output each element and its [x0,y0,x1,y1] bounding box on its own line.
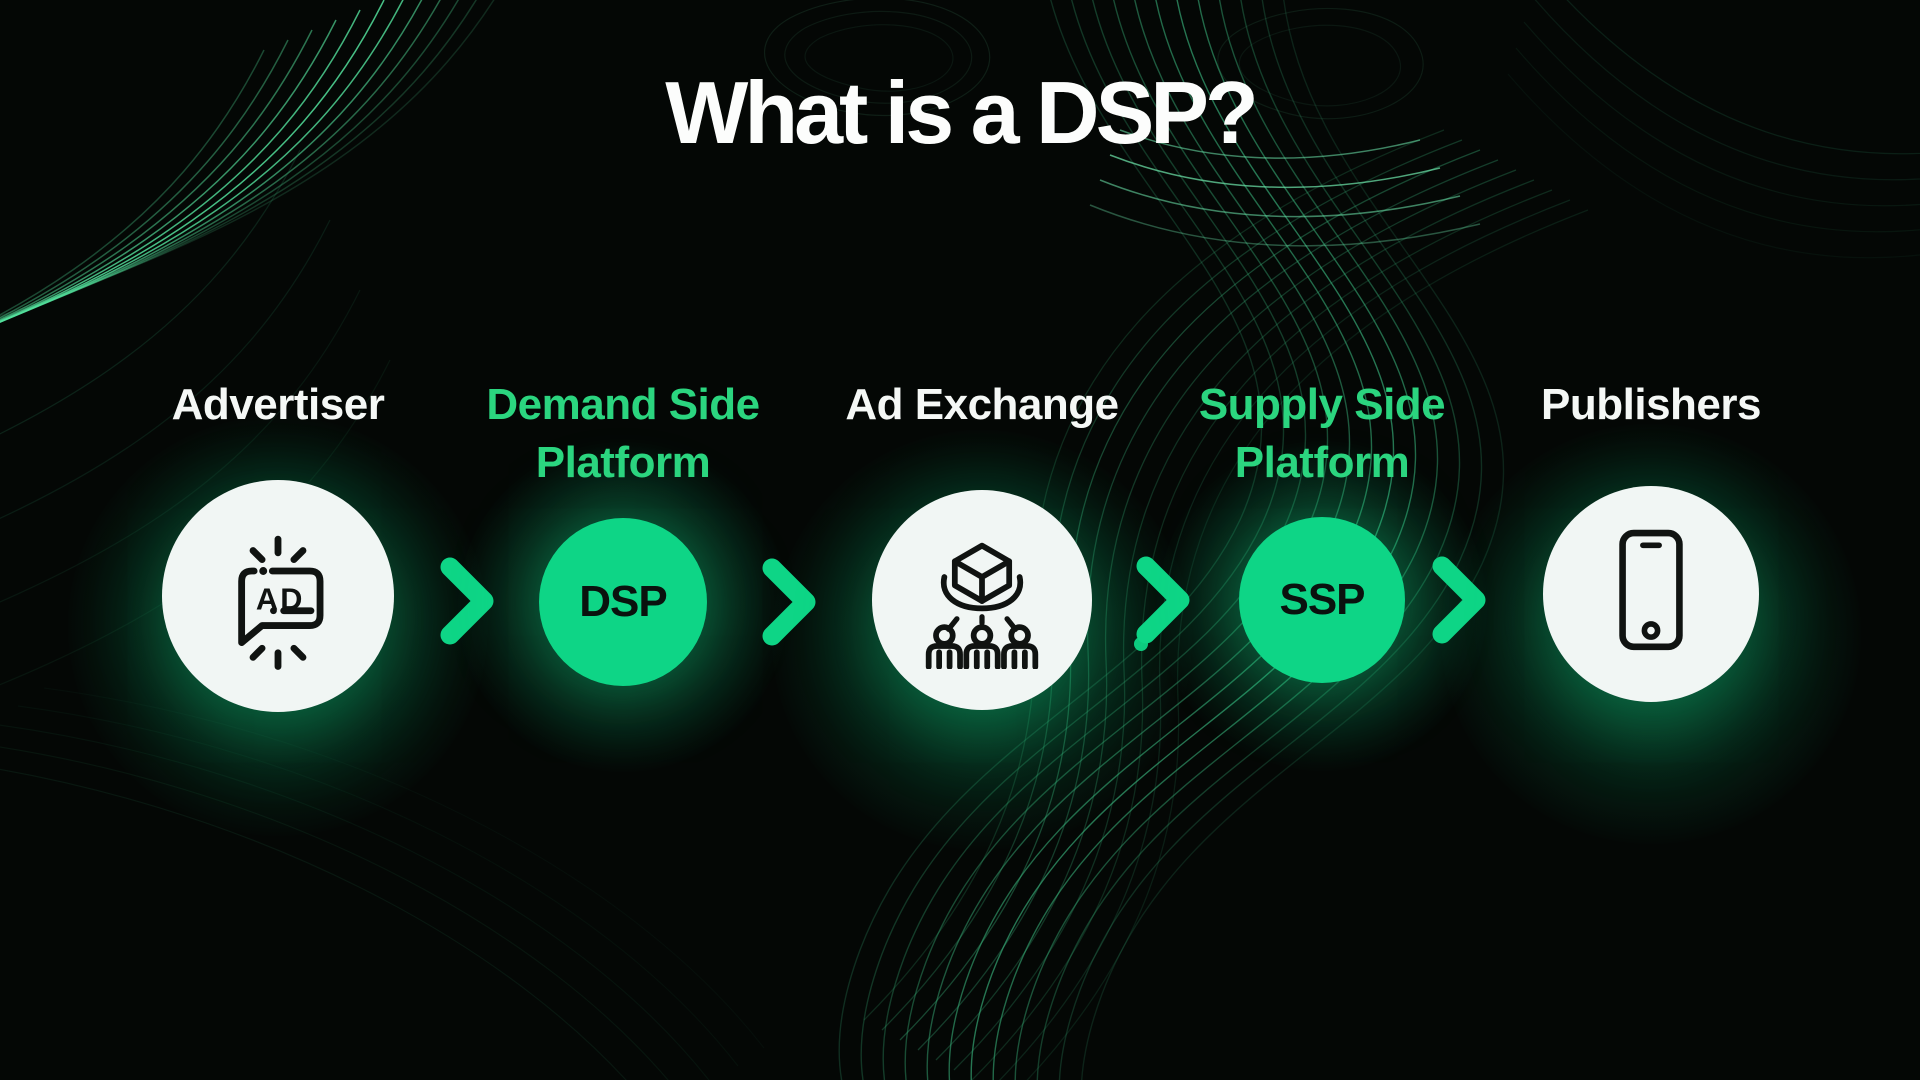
chevron-right-icon [440,557,494,645]
advertiser-label: Advertiser [58,376,498,434]
ad-exchange-label-text: Ad Exchange [845,380,1119,429]
ssp-label-line2: Platform [1234,438,1410,487]
ad-exchange-circle [872,490,1092,710]
cube-network-icon [925,542,1039,669]
dsp-abbr: DSP [579,577,667,626]
publishers-label-text: Publishers [1541,380,1761,429]
smartphone-icon [1619,529,1683,651]
dsp-label: Demand Side Platform [403,376,843,492]
chevron-right-icon [1136,556,1190,644]
chevron-right-icon [762,558,816,646]
dsp-circle: DSP [539,518,707,686]
publishers-label: Publishers [1431,376,1871,434]
ssp-circle: SSP [1239,517,1405,683]
page-title: What is a DSP? [665,63,1258,162]
advertiser-circle: AD [162,480,394,712]
ssp-label: Supply Side Platform [1102,376,1542,492]
ssp-abbr: SSP [1279,575,1365,624]
publishers-circle [1543,486,1759,702]
dsp-label-line2: Platform [535,438,711,487]
svg-text:AD: AD [256,582,305,617]
chevron-right-icon [1432,556,1486,644]
ad-exchange-label: Ad Exchange [762,376,1202,434]
advertiser-label-text: Advertiser [171,380,385,429]
wave-group-bright-accent [1089,129,1481,247]
dsp-label-line1: Demand Side [486,380,760,429]
wave-group-contour-blobs [763,0,1424,120]
ssp-label-line1: Supply Side [1198,380,1446,429]
ad-speech-bubble-icon: AD [238,535,324,670]
